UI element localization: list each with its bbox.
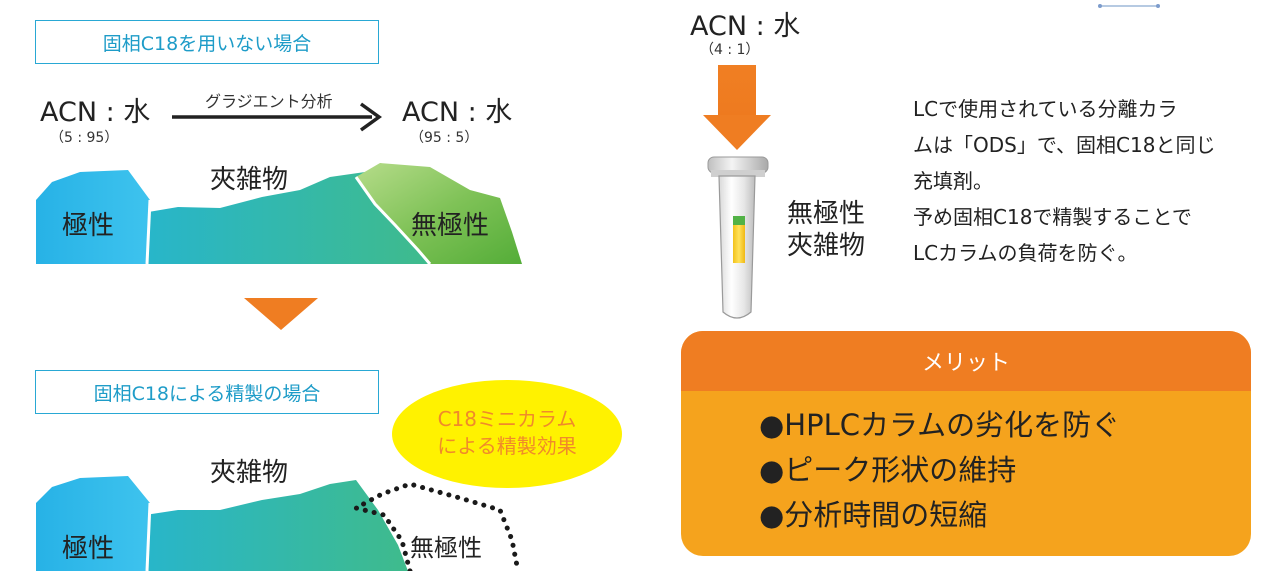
description-line-1: LCで使用されている分離カラ (913, 97, 1178, 121)
merit-panel: メリット ●HPLCカラムの劣化を防ぐ ●ピーク形状の維持 ●分析時間の短縮 (681, 331, 1251, 556)
polar-label-top: 極性 (62, 211, 115, 241)
description-line-2: ムは「ODS」で、固相C18と同じ (913, 133, 1216, 157)
merit-item: ●HPLCカラムの劣化を防ぐ (759, 408, 1121, 442)
nonpolar-label-top: 無極性 (411, 211, 490, 241)
description-line-3: 充填剤。 (913, 169, 993, 193)
polar-region-bottom (36, 476, 150, 571)
loading-solvent-label: ACN : 水 (690, 11, 801, 42)
merit-title: メリット (681, 331, 1251, 391)
description-line-4: 予め固相C18で精製することで (913, 205, 1192, 229)
impurity-label-top: 夾雑物 (210, 165, 289, 195)
c18-mini-column (707, 156, 769, 319)
polar-label-bottom: 極性 (62, 534, 115, 564)
nonpolar-region-top (356, 163, 522, 264)
chromatogram-bottom (36, 476, 521, 571)
bubble-line-2: による精製効果 (437, 434, 577, 458)
description-text: LCで使用されている分離カラ ムは「ODS」で、固相C18と同じ 充填剤。 予め… (913, 91, 1215, 271)
bubble-line-1: C18ミニカラム (437, 407, 577, 431)
effect-bubble (392, 380, 622, 488)
nonpolar-removed-outline (349, 481, 521, 571)
impurity-band-bottom (125, 480, 408, 571)
merit-item: ●ピーク形状の維持 (759, 453, 1017, 487)
gradient-arrow (172, 102, 382, 132)
chromatogram-top (36, 163, 522, 265)
merit-item: ●分析時間の短縮 (759, 498, 988, 532)
loading-solvent-ratio: （4 : 1） (700, 42, 760, 58)
column-retained-label: 無極性 夾雑物 (787, 198, 865, 262)
no-c18-label: 固相C18を用いない場合 (35, 20, 379, 64)
polar-region-top (36, 170, 150, 264)
column-label-line-2: 夾雑物 (787, 231, 866, 261)
with-c18-label: 固相C18による精製の場合 (35, 370, 379, 414)
column-label-line-1: 無極性 (787, 199, 866, 229)
loading-arrow (703, 65, 771, 150)
effect-bubble-text: C18ミニカラム による精製効果 (392, 406, 622, 460)
gradient-analysis-label: グラジエント分析 (205, 92, 333, 111)
acn-end-ratio-value: （95 : 5） (410, 130, 479, 146)
impurity-band-top (125, 172, 428, 264)
down-triangle (244, 298, 318, 330)
impurity-label-bottom: 夾雑物 (210, 458, 289, 488)
acn-start-ratio-value: （5 : 95） (50, 130, 119, 146)
acn-start-ratio-label: ACN : 水 (40, 97, 151, 128)
description-line-5: LCカラムの負荷を防ぐ。 (913, 241, 1138, 265)
nonpolar-label-bottom: 無極性 (410, 534, 482, 562)
merit-list: ●HPLCカラムの劣化を防ぐ ●ピーク形状の維持 ●分析時間の短縮 (759, 403, 1120, 538)
acn-end-ratio-label: ACN : 水 (402, 97, 513, 128)
